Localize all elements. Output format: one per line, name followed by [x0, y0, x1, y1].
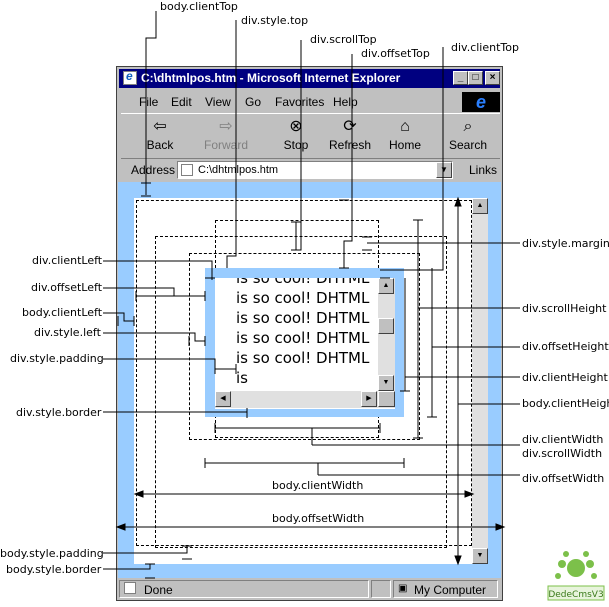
label-body-offsetWidth: body.offsetWidth [272, 512, 365, 525]
scroll-down-icon[interactable]: ▼ [472, 548, 488, 564]
menu-edit[interactable]: Edit [171, 95, 192, 109]
label-body-clientWidth: body.clientWidth [272, 479, 364, 492]
watermark-text: DedeCmsV3 [548, 590, 603, 600]
toolbar: ⇦ Back ⇨ Forward ⊗ Stop ⟳ Refresh ⌂ Home… [121, 113, 500, 159]
label-body-clientHeight: body.clientHeight [522, 397, 609, 410]
label-div-scrollTop: div.scrollTop [310, 33, 377, 46]
refresh-button[interactable]: ⟳ Refresh [325, 116, 375, 156]
title-bar[interactable]: C:\dhtmlpos.htm - Microsoft Internet Exp… [119, 69, 500, 88]
div-scroll-right-icon[interactable]: ▶ [361, 391, 377, 407]
home-label: Home [388, 138, 421, 152]
label-body-style-border: body.style.border [6, 563, 102, 576]
menu-go[interactable]: Go [245, 95, 262, 109]
label-div-style-top: div.style.top [241, 14, 309, 27]
back-arrow-icon: ⇦ [153, 118, 167, 135]
body-border-bottom [118, 564, 501, 578]
address-value: C:\dhtmlpos.htm [198, 164, 279, 176]
refresh-icon: ⟳ [343, 118, 357, 135]
status-panel-zone: ▣ My Computer [393, 580, 498, 598]
status-zone: My Computer [414, 583, 487, 597]
label-body-clientTop: body.clientTop [160, 0, 238, 13]
status-text: Done [144, 583, 173, 597]
address-dropdown-icon[interactable]: ▼ [436, 162, 452, 178]
home-icon: ⌂ [400, 118, 410, 135]
status-panel-empty1 [371, 580, 391, 598]
forward-label: Forward [203, 138, 248, 152]
label-div-offsetWidth: div.offsetWidth [522, 472, 605, 485]
body-border-right [488, 182, 501, 578]
label-div-style-padding: div.style.padding [10, 352, 104, 365]
label-div-scrollWidth: div.scrollWidth [522, 447, 603, 460]
status-bar: Done ▣ My Computer [119, 580, 500, 599]
menu-favorites[interactable]: Favorites [275, 95, 325, 109]
links-button[interactable]: Links [469, 163, 498, 177]
body-border-top [118, 182, 501, 198]
ie-app-icon[interactable] [123, 69, 137, 85]
forward-arrow-icon: ⇨ [219, 118, 233, 135]
label-div-style-border: div.style.border [16, 406, 102, 419]
label-div-clientLeft: div.clientLeft [32, 254, 103, 267]
div-vertical-scrollbar[interactable]: ▲ ▼ [378, 278, 395, 391]
ie-page-icon [124, 582, 136, 594]
search-button[interactable]: ⌕ Search [443, 116, 493, 156]
menu-view[interactable]: View [205, 95, 231, 109]
scroll-up-icon[interactable]: ▲ [472, 198, 488, 214]
div-scroll-thumb[interactable] [378, 318, 394, 334]
page-icon [181, 164, 193, 176]
label-body-clientLeft: body.clientLeft [22, 306, 103, 319]
minimize-button[interactable]: _ [453, 71, 468, 85]
label-div-clientWidth: div.clientWidth [522, 433, 604, 446]
body-vertical-scrollbar[interactable]: ▲ ▼ [472, 198, 488, 564]
body-client-box [136, 200, 472, 546]
close-button[interactable]: × [485, 71, 500, 85]
div-margin-box [189, 253, 420, 440]
menu-file[interactable]: File [139, 95, 159, 109]
address-label: Address [131, 163, 176, 177]
stop-label: Stop [283, 138, 309, 152]
label-div-style-left: div.style.left [34, 326, 101, 339]
back-label: Back [146, 138, 174, 152]
label-div-clientHeight: div.clientHeight [522, 371, 608, 384]
search-label: Search [448, 138, 488, 152]
label-div-offsetHeight: div.offsetHeight [522, 340, 609, 353]
refresh-label: Refresh [328, 138, 372, 152]
window-title: C:\dhtmlpos.htm - Microsoft Internet Exp… [141, 71, 401, 85]
home-button[interactable]: ⌂ Home [380, 116, 430, 156]
my-computer-icon: ▣ [398, 583, 408, 594]
address-input[interactable]: C:\dhtmlpos.htm ▼ [177, 161, 453, 179]
div-scroll-down-icon[interactable]: ▼ [378, 375, 394, 391]
div-scroll-left-icon[interactable]: ◀ [215, 391, 231, 407]
stop-button[interactable]: ⊗ Stop [271, 116, 321, 156]
label-div-clientTop: div.clientTop [451, 41, 519, 54]
address-bar: Address C:\dhtmlpos.htm ▼ Links [121, 159, 500, 181]
forward-button[interactable]: ⇨ Forward [201, 116, 251, 156]
label-div-style-margin: div.style.margin [522, 237, 609, 250]
status-panel-main: Done [119, 580, 369, 598]
div-scroll-corner [378, 391, 395, 407]
ie-logo-icon: e [462, 92, 500, 112]
dedecms-watermark-logo: DedeCmsV3 [544, 548, 608, 602]
label-body-style-padding: body.style.padding [0, 547, 104, 560]
label-div-offsetTop: div.offsetTop [361, 47, 430, 60]
label-div-offsetLeft: div.offsetLeft [31, 281, 103, 294]
body-border-left [118, 182, 134, 578]
div-horizontal-scrollbar[interactable]: ◀ ▶ [215, 391, 395, 408]
search-icon: ⌕ [463, 118, 473, 135]
positioned-div: is so cool! DHTML is so cool! DHTML is s… [215, 278, 395, 409]
back-button[interactable]: ⇦ Back [135, 116, 185, 156]
div-content-text: is so cool! DHTML is so cool! DHTML is s… [236, 278, 370, 387]
stop-icon: ⊗ [289, 118, 303, 135]
maximize-button[interactable]: □ [468, 71, 483, 85]
label-div-scrollHeight: div.scrollHeight [522, 302, 607, 315]
